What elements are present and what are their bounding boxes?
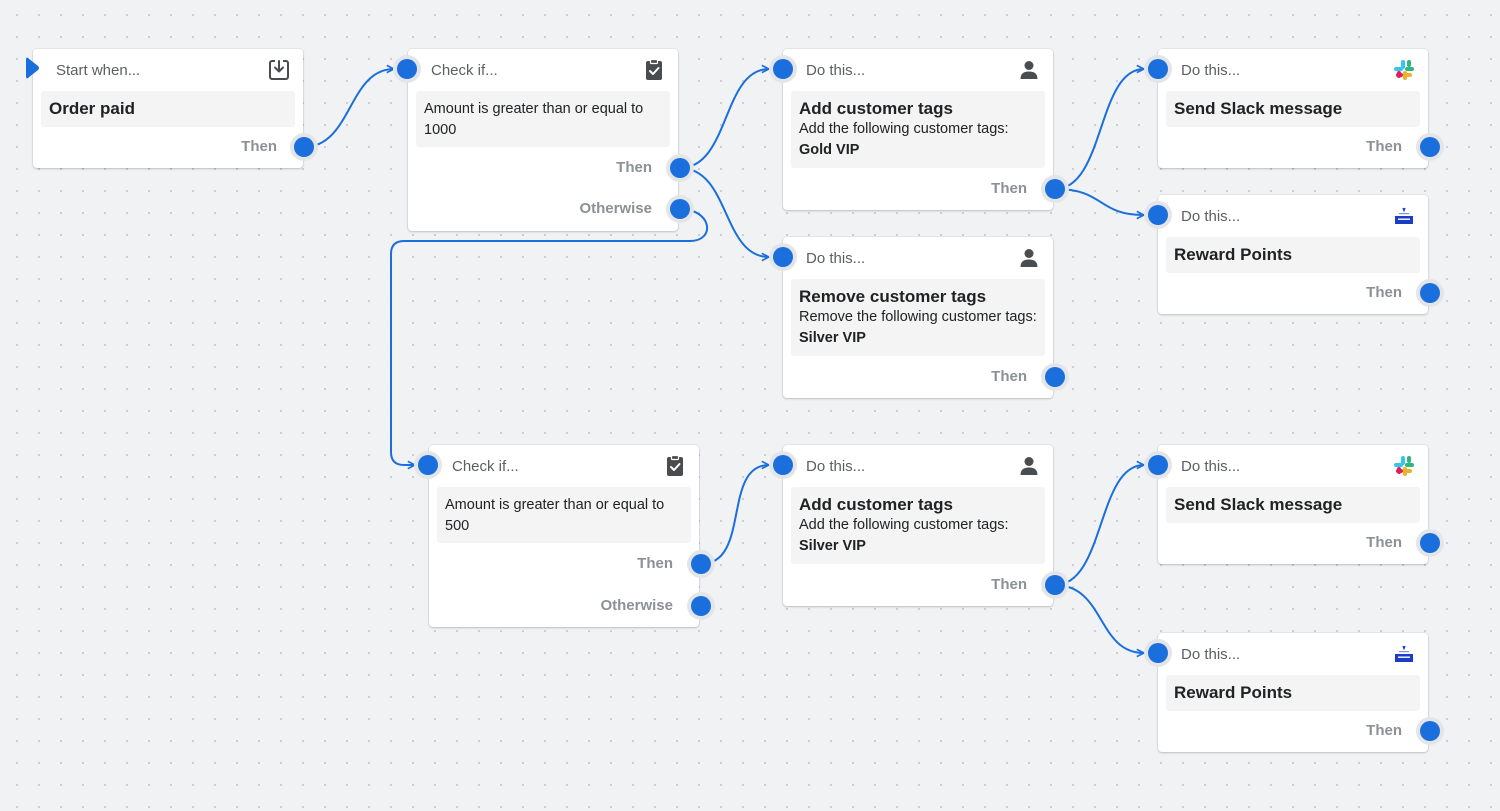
slack2-header: Do this...	[1181, 457, 1241, 475]
rewards-app-icon	[1393, 205, 1415, 227]
check1000-input-port[interactable]	[397, 59, 417, 79]
add-silver-title: Add customer tags	[799, 495, 953, 514]
condition-node-500[interactable]: Check if... Amount is greater than or eq…	[429, 445, 699, 627]
slack1-header: Do this...	[1181, 61, 1241, 79]
action-node-reward-points-2[interactable]: Do this... Reward Points Then	[1158, 633, 1428, 752]
reward1-then-port[interactable]	[1420, 283, 1440, 303]
clipboard-check-icon	[667, 454, 683, 476]
wire-check500-then-to-add-silver	[700, 465, 769, 565]
add-silver-then-port[interactable]	[1045, 575, 1065, 595]
trigger-then-port[interactable]	[294, 137, 314, 157]
reward2-then-port[interactable]	[1420, 721, 1440, 741]
remove-silver-body: Remove customer tags Remove the followin…	[791, 279, 1045, 356]
slack1-body: Send Slack message	[1166, 91, 1420, 127]
action-node-add-gold-vip[interactable]: Do this... Add customer tags Add the fol…	[783, 49, 1053, 210]
download-icon	[269, 59, 289, 80]
person-icon	[1020, 457, 1038, 475]
action-node-reward-points-1[interactable]: Do this... Reward Points Then	[1158, 195, 1428, 314]
trigger-body: Order paid	[41, 91, 295, 127]
remove-silver-then-port[interactable]	[1045, 367, 1065, 387]
wire-add-silver-to-slack2	[1054, 465, 1144, 586]
slack2-input-port[interactable]	[1148, 455, 1168, 475]
slack1-then-port[interactable]	[1420, 137, 1440, 157]
add-gold-input-port[interactable]	[773, 59, 793, 79]
reward1-header: Do this...	[1181, 207, 1241, 225]
check500-body: Amount is greater than or equal to 500	[437, 487, 691, 543]
person-icon	[1020, 249, 1038, 267]
add-silver-desc: Add the following customer tags:	[799, 517, 1009, 533]
action-node-slack-message-1[interactable]: Do this... Send Slack message Then	[1158, 49, 1428, 168]
reward2-input-port[interactable]	[1148, 643, 1168, 663]
reward2-then-label: Then	[1366, 722, 1402, 739]
wire-add-gold-to-reward1	[1054, 188, 1144, 215]
remove-silver-then-label: Then	[991, 368, 1027, 385]
remove-silver-title: Remove customer tags	[799, 287, 987, 306]
slack2-then-port[interactable]	[1420, 533, 1440, 553]
add-silver-input-port[interactable]	[773, 455, 793, 475]
reward1-input-port[interactable]	[1148, 205, 1168, 225]
add-silver-tag: Silver VIP	[799, 538, 866, 554]
remove-silver-input-port[interactable]	[773, 247, 793, 267]
check1000-body: Amount is greater than or equal to 1000	[416, 91, 670, 147]
wire-check1000-otherwise-to-check500	[390, 208, 708, 465]
add-gold-header: Do this...	[806, 61, 866, 79]
reward1-title: Reward Points	[1174, 245, 1293, 264]
add-silver-body: Add customer tags Add the following cust…	[791, 487, 1045, 564]
slack-icon	[1394, 456, 1414, 476]
check500-otherwise-port[interactable]	[691, 596, 711, 616]
check1000-header: Check if...	[431, 61, 498, 79]
reward1-body: Reward Points	[1166, 237, 1420, 273]
slack-icon	[1394, 60, 1414, 80]
check500-otherwise-label: Otherwise	[600, 597, 673, 614]
start-indicator-icon	[26, 57, 39, 79]
add-gold-then-label: Then	[991, 180, 1027, 197]
slack1-then-label: Then	[1366, 138, 1402, 155]
wire-trigger-to-check1000	[303, 69, 394, 148]
trigger-title: Order paid	[49, 99, 135, 118]
wire-check1000-then-to-remove-silver	[679, 167, 769, 257]
check500-then-label: Then	[637, 555, 673, 572]
slack2-body: Send Slack message	[1166, 487, 1420, 523]
wire-check1000-then-to-add-gold	[679, 69, 769, 169]
check500-input-port[interactable]	[418, 455, 438, 475]
clipboard-check-icon	[646, 58, 662, 80]
trigger-header: Start when...	[56, 61, 141, 79]
rewards-app-icon	[1393, 643, 1415, 665]
wire-add-gold-to-slack1	[1054, 69, 1144, 190]
reward2-body: Reward Points	[1166, 675, 1420, 711]
condition-node-1000[interactable]: Check if... Amount is greater than or eq…	[408, 49, 678, 231]
add-gold-desc: Add the following customer tags:	[799, 121, 1009, 137]
remove-silver-header: Do this...	[806, 249, 866, 267]
check1000-then-label: Then	[616, 159, 652, 176]
check1000-then-port[interactable]	[670, 158, 690, 178]
remove-silver-tag: Silver VIP	[799, 330, 866, 346]
check1000-condition: Amount is greater than or equal to 1000	[424, 101, 644, 138]
person-icon	[1020, 61, 1038, 79]
slack1-input-port[interactable]	[1148, 59, 1168, 79]
remove-silver-desc: Remove the following customer tags:	[799, 309, 1037, 325]
check1000-otherwise-port[interactable]	[670, 199, 690, 219]
add-gold-then-port[interactable]	[1045, 179, 1065, 199]
wire-add-silver-to-reward2	[1054, 584, 1144, 653]
slack2-then-label: Then	[1366, 534, 1402, 551]
trigger-node-order-paid[interactable]: Start when... Order paid Then	[33, 49, 303, 168]
add-gold-body: Add customer tags Add the following cust…	[791, 91, 1045, 168]
reward2-title: Reward Points	[1174, 683, 1293, 702]
check500-condition: Amount is greater than or equal to 500	[445, 497, 665, 534]
trigger-then-label: Then	[241, 138, 277, 155]
check500-then-port[interactable]	[691, 554, 711, 574]
action-node-remove-silver-vip[interactable]: Do this... Remove customer tags Remove t…	[783, 237, 1053, 398]
check1000-otherwise-label: Otherwise	[579, 200, 652, 217]
action-node-add-silver-vip[interactable]: Do this... Add customer tags Add the fol…	[783, 445, 1053, 606]
reward1-then-label: Then	[1366, 284, 1402, 301]
add-silver-header: Do this...	[806, 457, 866, 475]
add-gold-tag: Gold VIP	[799, 142, 860, 158]
add-gold-title: Add customer tags	[799, 99, 953, 118]
reward2-header: Do this...	[1181, 645, 1241, 663]
add-silver-then-label: Then	[991, 576, 1027, 593]
slack1-title: Send Slack message	[1174, 99, 1343, 118]
action-node-slack-message-2[interactable]: Do this... Send Slack message Then	[1158, 445, 1428, 564]
slack2-title: Send Slack message	[1174, 495, 1343, 514]
check500-header: Check if...	[452, 457, 519, 475]
